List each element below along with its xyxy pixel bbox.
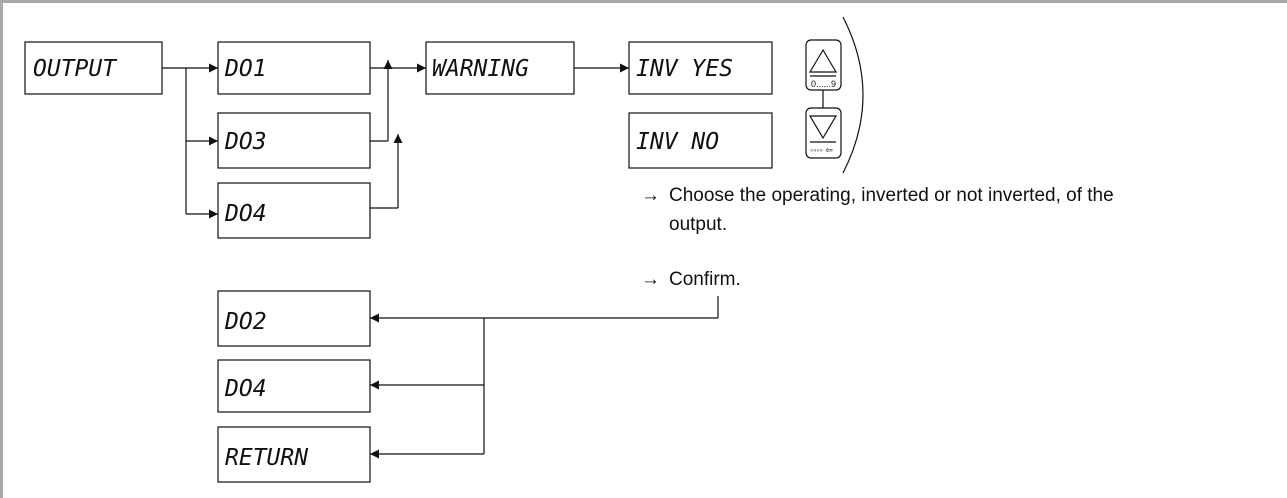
note-confirm: Confirm. [669,269,741,290]
note-arrow-confirm: → [641,269,660,290]
box-warning-label: WARNING [432,56,529,82]
down-key[interactable]: ◦◦◦◦ ⇦ [805,107,842,159]
note-choose-line1: Choose the operating, inverted or not in… [669,185,1114,206]
note-choose-line2: output. [669,214,727,235]
key-bracket [842,16,864,174]
box-output-label: OUTPUT [33,56,117,82]
box-do3-label: DO3 [224,129,267,155]
box-return: RETURN [217,426,371,483]
down-arrow-icon [808,115,838,140]
box-do2-label: DO2 [224,309,267,335]
box-do1-label: DO1 [224,56,267,82]
down-key-label: ◦◦◦◦ ⇦ [810,145,833,155]
box-inv-yes-label: INV YES [636,56,733,82]
instructions: → Choose the operating, inverted or not … [641,185,1114,290]
up-arrow-icon [808,48,838,73]
keypad: 0......9 ◦◦◦◦ ⇦ [805,16,864,174]
box-do4-top-label: DO4 [224,201,267,227]
box-do4-bottom-label: DO4 [224,376,267,402]
box-do3: DO3 [217,112,371,169]
box-do2: DO2 [217,290,371,347]
box-return-label: RETURN [225,445,308,471]
up-key-label: 0......9 [811,79,836,89]
box-output: OUTPUT [24,41,163,95]
box-do1: DO1 [217,41,371,95]
box-inv-no-label: INV NO [636,129,719,155]
box-inv-no: INV NO [628,112,773,169]
box-inv-yes: INV YES [628,41,773,95]
connectors [162,60,719,459]
box-warning: WARNING [425,41,575,95]
box-do4-top: DO4 [217,182,371,239]
box-do4-bottom: DO4 [217,359,371,413]
note-arrow-choose: → [641,185,660,206]
up-key[interactable]: 0......9 [805,39,842,91]
